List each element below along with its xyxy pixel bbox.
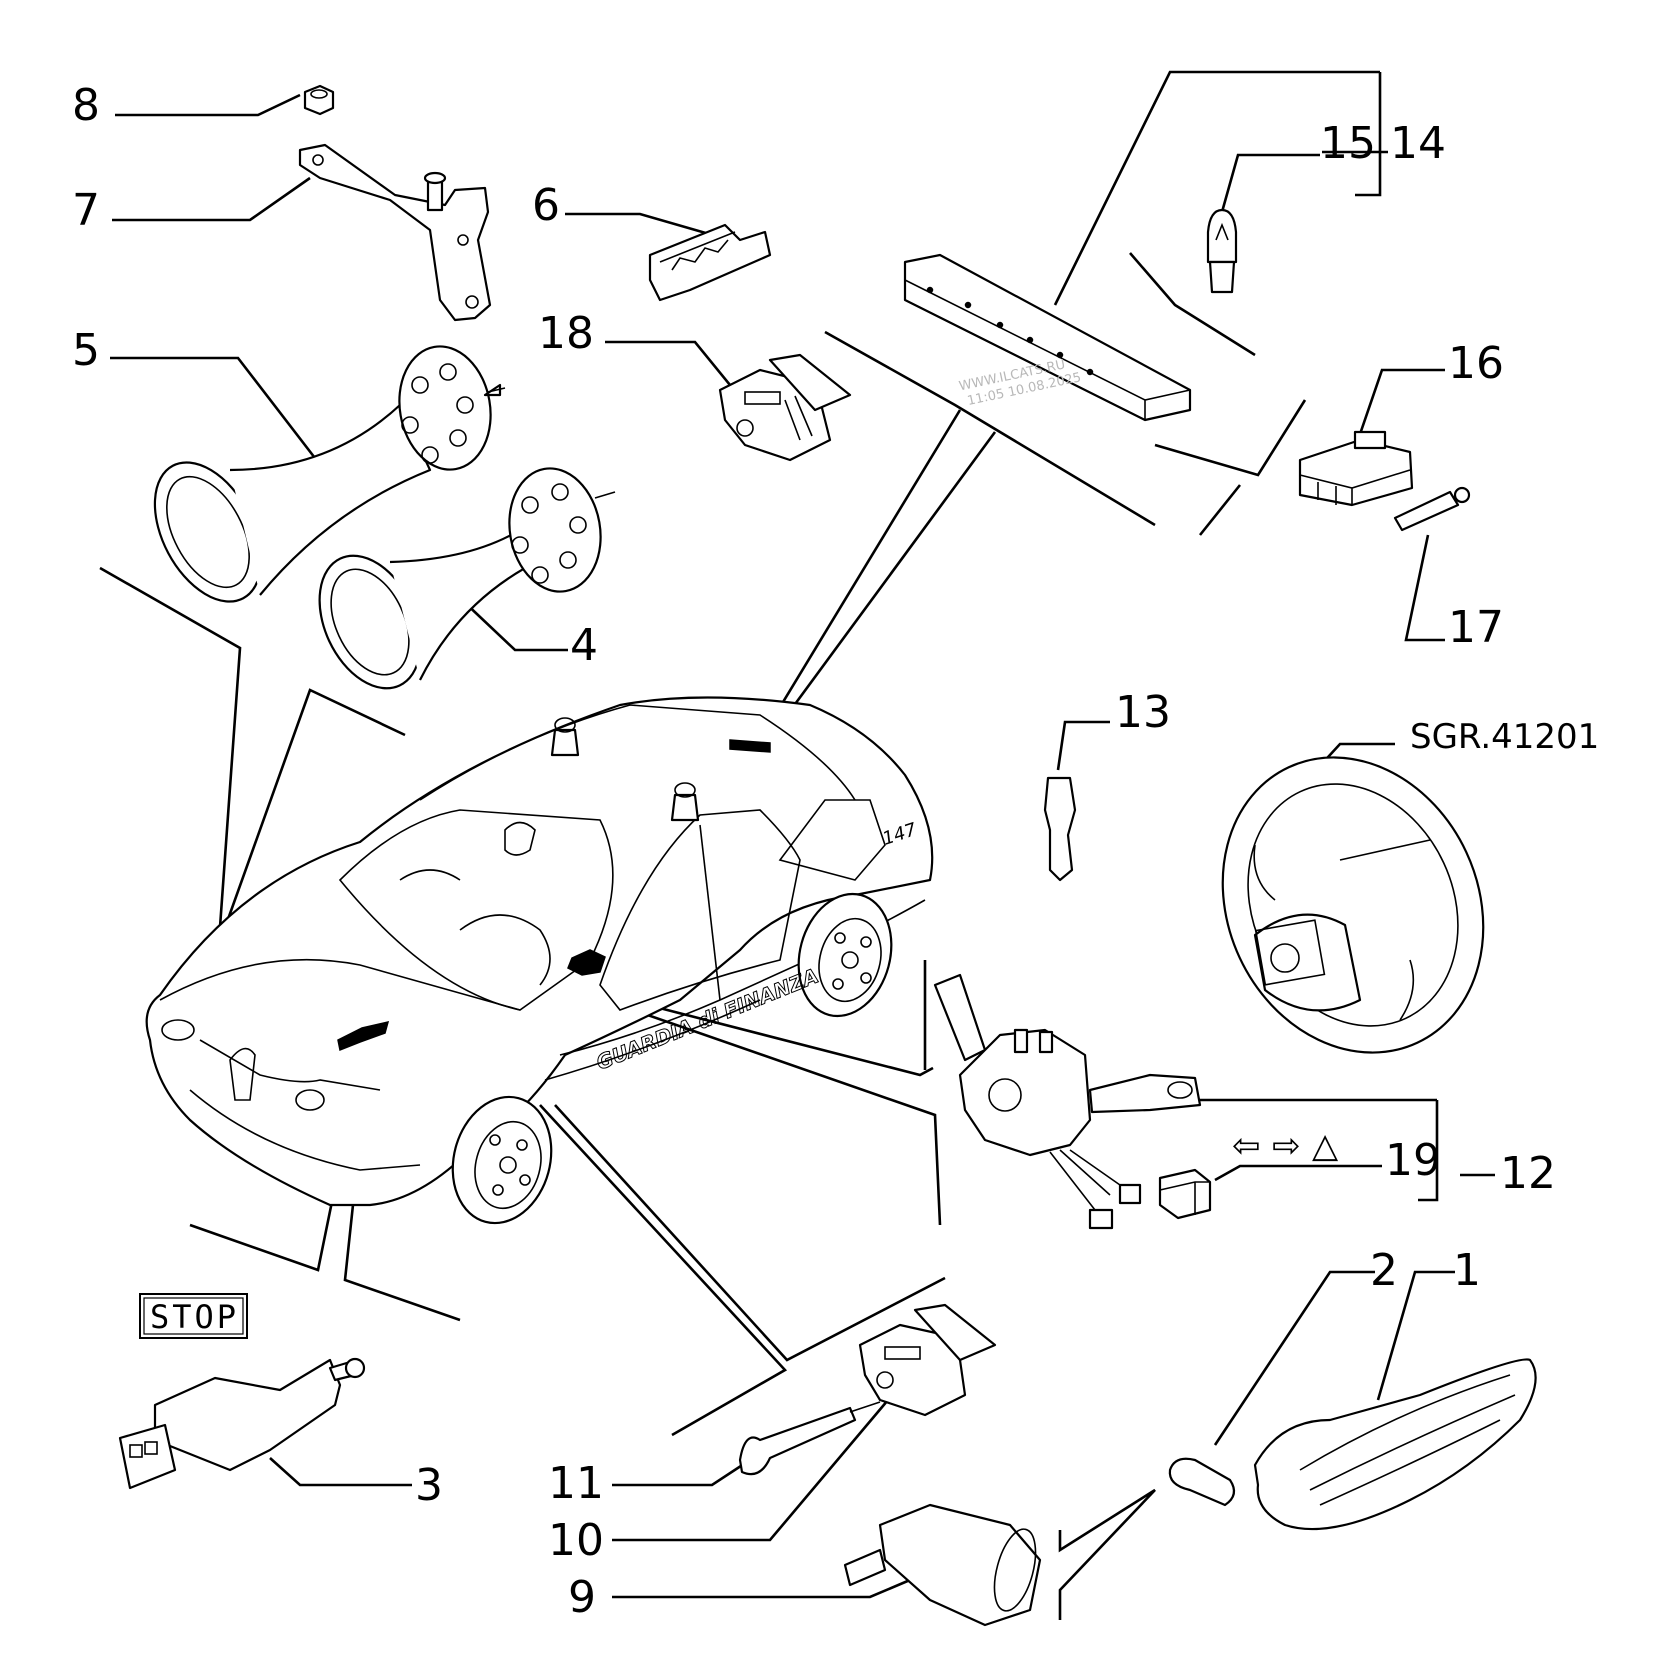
part-9-lamp-housing [843, 1503, 1042, 1627]
part-10-connector [858, 1303, 997, 1417]
callout-2: 2 [1370, 1245, 1398, 1296]
stop-label: STOP [150, 1298, 239, 1336]
part-2-bulb [1168, 1457, 1236, 1507]
callout-1: 1 [1453, 1245, 1481, 1296]
callout-14: 14 [1390, 118, 1446, 169]
reference-code: SGR.41201 [1410, 717, 1599, 757]
part-14-light-bar [903, 253, 1192, 422]
part-8-nut [303, 84, 335, 116]
callout-11: 11 [548, 1458, 604, 1509]
part-6-connector-strip [648, 223, 772, 302]
part-7-horn-bracket [298, 143, 492, 322]
callout-19: 19 [1385, 1135, 1441, 1186]
callout-18: 18 [538, 308, 594, 359]
callout-8: 8 [72, 80, 100, 131]
callout-7: 7 [72, 185, 100, 236]
leader-lines [99, 70, 1495, 1620]
callout-3: 3 [415, 1460, 443, 1511]
part-19-hazard-switch [1158, 1168, 1212, 1220]
part-16-connector-block [1298, 430, 1414, 507]
part-11-terminal [738, 1401, 881, 1476]
hazard-symbols: ⇦ ⇨ △ [1232, 1126, 1339, 1166]
part-17-terminal [1393, 486, 1471, 532]
part-1-side-repeater [1253, 1358, 1537, 1531]
callout-10: 10 [548, 1515, 604, 1566]
callout-4: 4 [570, 620, 598, 671]
car-illustration: GUARDIA di FINANZA 147 [145, 696, 934, 1225]
stop-label-box: STOP [139, 1293, 248, 1339]
callout-6: 6 [532, 180, 560, 231]
part-4-horn [318, 467, 616, 690]
svg-text:⇦: ⇦ [1232, 1126, 1261, 1166]
callout-labels: 1 2 3 4 5 6 7 8 9 10 11 12 13 14 15 16 1… [72, 80, 1599, 1623]
part-5-horn [153, 345, 506, 603]
part-3-stop-switch [118, 1357, 366, 1490]
callout-13: 13 [1115, 687, 1171, 738]
svg-text:△: △ [1312, 1126, 1339, 1166]
callout-9: 9 [568, 1572, 596, 1623]
callout-16: 16 [1448, 338, 1504, 389]
part-15-bulb [1206, 208, 1238, 294]
part-18-connector [718, 353, 852, 462]
callout-15: 15 [1320, 118, 1376, 169]
svg-text:⇨: ⇨ [1272, 1126, 1301, 1166]
callout-12: 12 [1500, 1148, 1556, 1199]
callout-17: 17 [1448, 602, 1504, 653]
steering-wheel [1221, 756, 1485, 1054]
part-12-column-switch [933, 973, 1202, 1230]
part-13-lever-cap [1043, 776, 1077, 882]
callout-5: 5 [72, 325, 100, 376]
watermark: WWW.ILCATS.RU 11:05 10.08.2025 [958, 357, 1083, 409]
